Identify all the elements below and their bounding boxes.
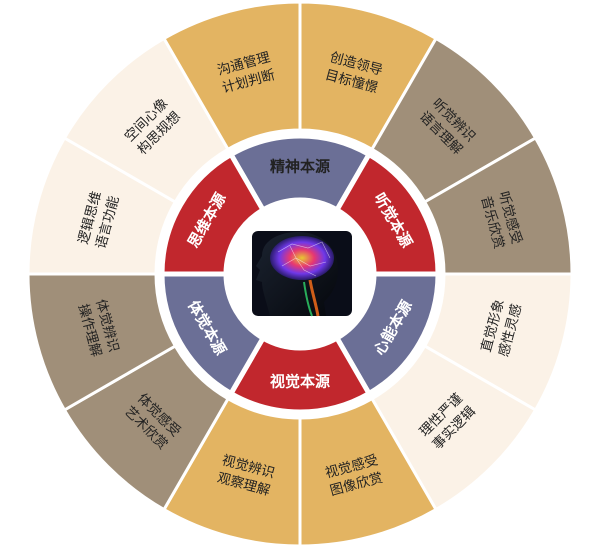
brain-head-icon [252,231,352,317]
center-circle [230,204,370,344]
inner-segment [159,151,267,277]
inner-segment-label: 视觉本源 [270,373,330,391]
outer-ring: 创造领导目标憧憬听觉辨识语言理解听觉感受音乐欣赏直觉形象感性灵感理性严谨事实逻辑… [26,0,574,548]
outer-segment [161,0,302,152]
inner-segment-label: 精神本源 [270,158,330,176]
